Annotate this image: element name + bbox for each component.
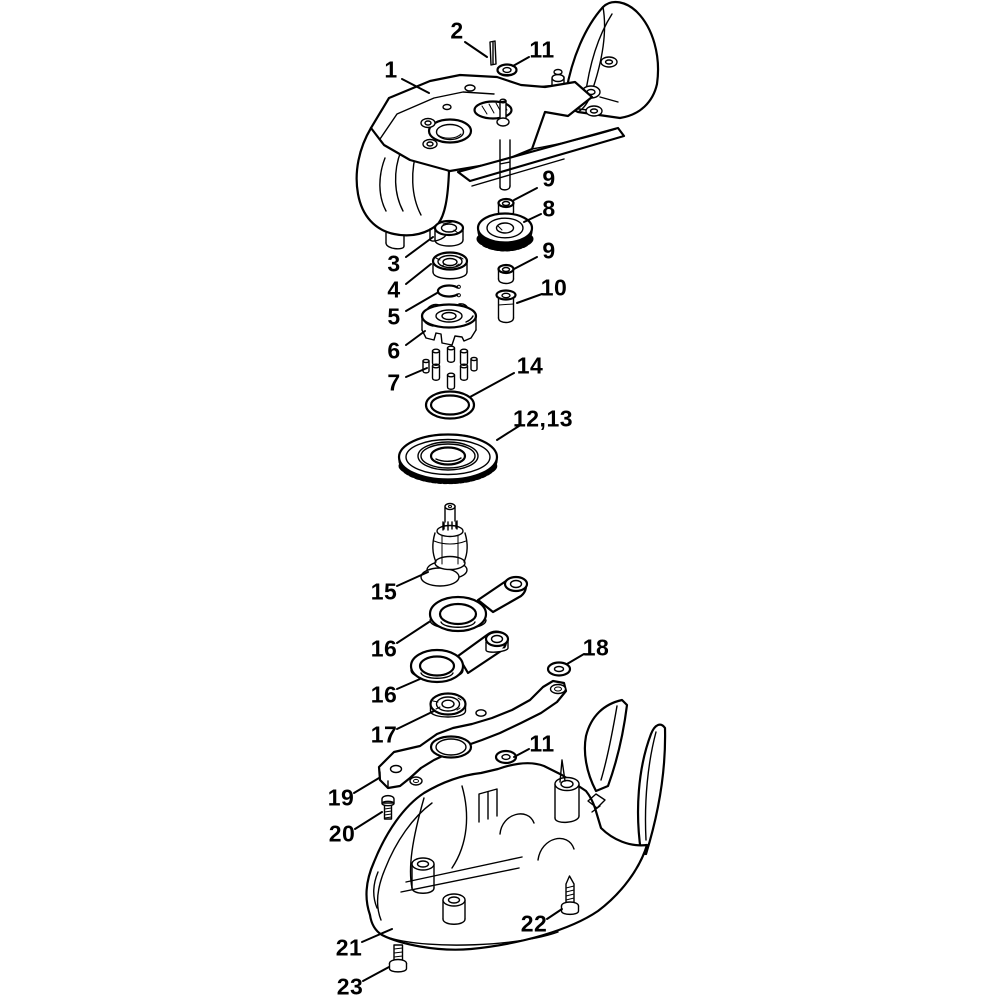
collar-bushing	[433, 219, 465, 247]
leader-line-14	[469, 372, 515, 398]
callout-label-15: 15	[370, 578, 398, 605]
washer-small	[546, 661, 572, 677]
leader-line-9b	[513, 256, 538, 270]
bushing	[495, 289, 517, 324]
callout-label-7: 7	[387, 369, 401, 396]
ring-gear	[397, 433, 499, 485]
callout-label-16b: 16	[370, 681, 398, 708]
eccentric-shaft	[420, 502, 468, 587]
leader-line-9a	[513, 187, 538, 201]
callout-label-18: 18	[582, 634, 610, 661]
callout-label-3: 3	[387, 250, 401, 277]
screw-pan-head-2	[388, 944, 408, 973]
gear-head-housing	[355, 0, 660, 250]
leader-line-16b	[396, 678, 421, 690]
leader-line-21	[361, 928, 393, 943]
callout-label-11b: 11	[529, 730, 555, 757]
callout-label-23: 23	[336, 973, 364, 1000]
leader-line-12-13	[496, 425, 520, 441]
leader-line-19	[353, 777, 380, 794]
callout-label-17: 17	[370, 721, 398, 748]
callout-label-14: 14	[516, 352, 544, 379]
screw-tapping	[560, 875, 580, 916]
leader-line-16a	[396, 621, 430, 644]
connecting-link-lower	[409, 630, 510, 684]
washer-upper	[496, 63, 518, 77]
screw-pan-head	[381, 794, 395, 820]
leader-line-8	[523, 213, 542, 223]
leader-line-17	[396, 710, 435, 730]
o-ring	[424, 390, 476, 420]
leader-line-2	[464, 41, 488, 58]
callout-label-9a: 9	[542, 165, 556, 192]
callout-label-16a: 16	[370, 635, 398, 662]
callout-label-20: 20	[328, 820, 356, 847]
ball-bearing-lower	[429, 692, 467, 718]
leader-line-18	[566, 653, 585, 665]
roller-pins	[422, 345, 478, 390]
callout-label-12-13: 12,13	[512, 405, 574, 432]
callout-label-4: 4	[387, 276, 401, 303]
ball-bearing-upper	[431, 251, 469, 280]
callout-label-19: 19	[327, 784, 355, 811]
callout-label-21: 21	[335, 934, 363, 961]
leader-line-5	[405, 292, 438, 312]
helical-gear	[476, 212, 534, 252]
callout-label-5: 5	[387, 303, 401, 330]
callout-label-9b: 9	[542, 237, 556, 264]
leader-line-20	[354, 811, 383, 830]
leader-line-23	[362, 966, 390, 982]
leader-line-1	[401, 78, 430, 94]
leader-line-10	[516, 293, 543, 304]
leader-line-15	[396, 571, 429, 587]
cover-plate	[377, 679, 568, 790]
callout-label-2: 2	[450, 17, 464, 44]
cam-wheel	[420, 303, 478, 346]
callout-label-1: 1	[384, 56, 398, 83]
callout-label-22: 22	[520, 910, 548, 937]
callout-label-6: 6	[387, 337, 401, 364]
sleeve-lower	[497, 263, 515, 285]
leader-line-4	[405, 263, 432, 285]
connecting-link-upper	[428, 575, 529, 633]
leader-line-7	[405, 367, 428, 378]
leader-line-3	[405, 236, 434, 258]
leader-line-11b	[513, 748, 530, 758]
leader-line-22	[546, 908, 563, 920]
locating-pin	[489, 40, 497, 66]
callout-label-10: 10	[540, 274, 568, 301]
callout-label-8: 8	[542, 195, 556, 222]
callout-label-11a: 11	[529, 36, 555, 63]
leader-line-11a	[512, 56, 530, 67]
leader-line-6	[405, 330, 426, 346]
snap-ring	[436, 284, 461, 298]
